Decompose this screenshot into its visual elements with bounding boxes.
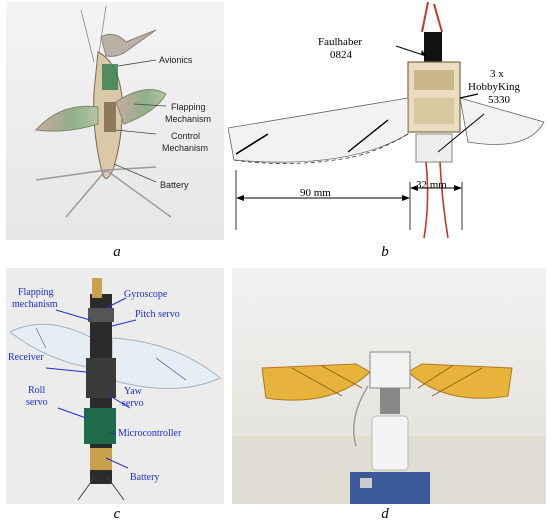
label-battery-c: Battery xyxy=(130,472,160,483)
label-servo-brand: HobbyKing xyxy=(468,81,520,93)
label-motor-model: 0824 xyxy=(330,49,352,61)
label-gyroscope: Gyroscope xyxy=(124,289,168,300)
label-pitch-servo: Pitch servo xyxy=(135,309,180,320)
label-yaw-servo: servo xyxy=(122,398,144,409)
label-yaw: Yaw xyxy=(124,386,142,397)
label-receiver: Receiver xyxy=(8,352,44,363)
caption-a: a xyxy=(113,244,121,260)
label-control: Control xyxy=(171,131,201,141)
panel-b-photo xyxy=(228,2,546,240)
label-motor: Faulhaber xyxy=(318,36,362,48)
label-flapping-mechanism-c: mechanism xyxy=(12,299,58,310)
label-servo-count: 3 x xyxy=(490,68,504,80)
label-flapping: Flapping xyxy=(171,102,206,112)
label-dim-span: 90 mm xyxy=(300,187,331,199)
label-flapping-c: Flapping xyxy=(18,287,54,298)
caption-d: d xyxy=(381,506,389,522)
caption-b: b xyxy=(381,244,389,260)
caption-c: c xyxy=(113,506,121,522)
panel-c-photo xyxy=(6,268,224,504)
label-roll-servo: servo xyxy=(26,397,48,408)
label-battery-a: Battery xyxy=(160,180,189,190)
label-dim-body: 32 mm xyxy=(416,179,447,191)
label-microcontroller: Microcontroller xyxy=(118,428,182,439)
label-servo-model: 5330 xyxy=(488,94,510,106)
label-control-mechanism: Mechanism xyxy=(162,143,209,153)
panel-a-photo xyxy=(6,2,224,240)
label-roll: Roll xyxy=(28,385,46,396)
label-avionics: Avionics xyxy=(159,55,193,65)
panel-d-photo xyxy=(232,268,546,504)
label-flapping-mechanism: Mechanism xyxy=(165,114,212,124)
